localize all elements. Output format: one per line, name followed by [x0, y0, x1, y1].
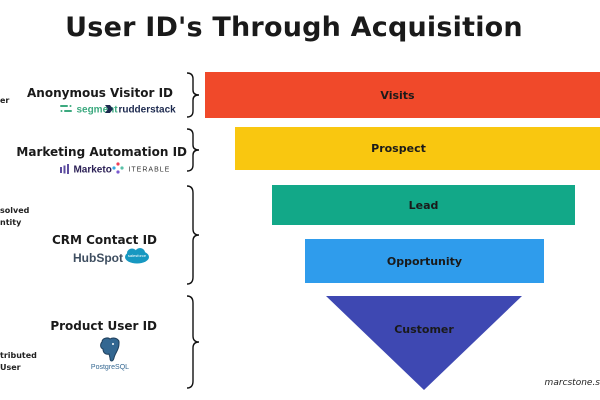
stage-label-customer: Customer	[394, 323, 454, 336]
brace-prospect	[186, 128, 200, 172]
stage-lead: Lead	[272, 185, 575, 225]
stage-visits: Visits	[205, 72, 600, 118]
left-edge-text: er	[0, 96, 10, 105]
iterable-icon	[112, 161, 124, 179]
iterable-logo: ITERABLE	[112, 161, 170, 179]
stage-prospect: Prospect	[235, 127, 600, 170]
segment-icon	[60, 101, 72, 119]
stage-label-lead: Lead	[408, 198, 439, 212]
system-label-product-user: Product User ID	[50, 319, 157, 333]
marketo-icon	[60, 161, 69, 179]
segment-logo: segment	[60, 101, 118, 119]
footer-credit: marcstone.s	[544, 378, 600, 388]
stage-label-opportunity: Opportunity	[386, 254, 463, 268]
stage-customer: Customer	[326, 296, 522, 390]
page-title: User ID's Through Acquisition	[65, 12, 523, 43]
hubspot-wordmark: HubSpot	[73, 251, 123, 265]
rudderstack-logo: rudderstack	[104, 101, 176, 119]
hubspot-logo: HubSpot	[73, 249, 123, 267]
brace-visits	[186, 72, 200, 118]
rudderstack-icon	[104, 101, 114, 119]
salesforce-cloud-icon	[125, 248, 149, 264]
left-edge-text: tributed	[0, 351, 37, 360]
system-label-anonymous-visitor: Anonymous Visitor ID	[27, 86, 173, 100]
marketo-wordmark: Marketo	[73, 164, 112, 176]
stage-label-prospect: Prospect	[371, 142, 426, 155]
left-edge-text: User	[0, 363, 21, 372]
system-label-crm-contact: CRM Contact ID	[51, 233, 157, 247]
brace-customer	[186, 295, 200, 389]
salesforce-wordmark: salesforce	[127, 253, 147, 258]
stage-label-visits: Visits	[380, 88, 415, 102]
left-edge-text: solved	[0, 206, 30, 215]
left-edge-text: ntity	[0, 218, 22, 227]
system-label-marketing-automation: Marketing Automation ID	[16, 145, 187, 159]
rudderstack-wordmark: rudderstack	[118, 104, 176, 116]
customer-triangle	[326, 296, 522, 390]
marketo-logo: Marketo	[60, 161, 112, 179]
postgresql-wordmark: PostgreSQL	[90, 364, 130, 371]
segment-wordmark: segment	[76, 104, 118, 116]
elephant-icon	[100, 337, 120, 362]
salesforce-logo: salesforce	[124, 248, 150, 264]
postgresql-logo: PostgreSQL	[88, 336, 132, 371]
stage-opportunity: Opportunity	[305, 239, 544, 283]
iterable-wordmark: ITERABLE	[128, 166, 171, 174]
brace-lead-opportunity	[186, 185, 200, 285]
